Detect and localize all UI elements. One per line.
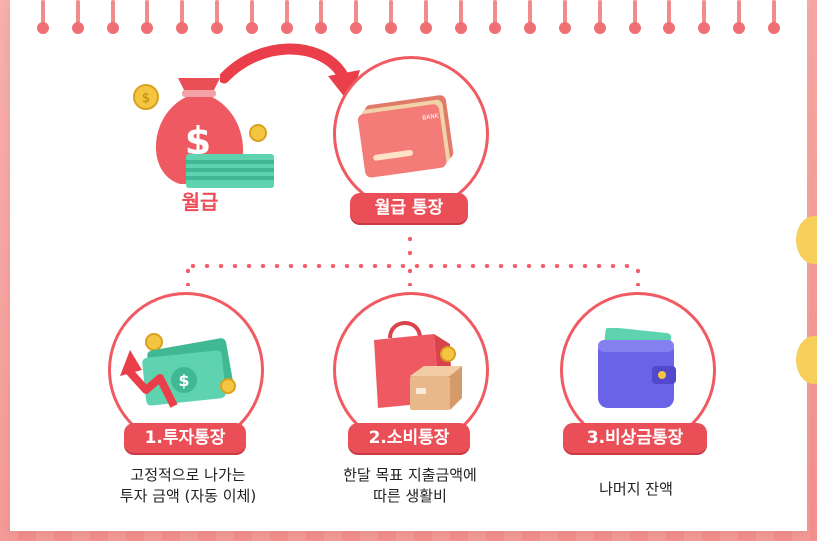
- description-line: 나머지 잔액: [599, 480, 673, 498]
- connector-dots-right: [636, 264, 640, 286]
- description-line: 따른 생활비: [373, 487, 447, 505]
- ring-icon: [662, 0, 676, 42]
- coin-stack-icon: [796, 216, 817, 384]
- ring-icon: [245, 0, 259, 42]
- ring-icon: [349, 0, 363, 42]
- salary-label: 월급: [181, 190, 219, 214]
- spending-account-description: 한달 목표 지출금액에 따른 생활비: [310, 465, 510, 507]
- ring-icon: [454, 0, 468, 42]
- connector-dots-horizontal: [186, 264, 638, 268]
- connector-dots-left: [186, 264, 190, 286]
- shopping-bag-icon: [374, 321, 462, 410]
- investment-account-label: 1.투자통장: [124, 423, 246, 453]
- ring-icon: [36, 0, 50, 42]
- svg-text:$: $: [178, 371, 189, 390]
- description-line: 고정적으로 나가는: [130, 466, 246, 484]
- ring-icon: [767, 0, 781, 42]
- cash-arrow-icon: $: [120, 333, 236, 408]
- ring-icon: [523, 0, 537, 42]
- investment-account-description: 고정적으로 나가는 투자 금액 (자동 이체): [88, 465, 288, 507]
- spiral-binding: [36, 0, 781, 42]
- spending-account-label: 2.소비통장: [348, 423, 470, 453]
- ring-icon: [697, 0, 711, 42]
- svg-text:$: $: [142, 91, 150, 106]
- money-bag-icon: $ $: [133, 78, 274, 188]
- connector-dots-middle: [408, 264, 412, 286]
- ring-icon: [488, 0, 502, 42]
- ring-icon: [71, 0, 85, 42]
- ring-icon: [732, 0, 746, 42]
- description-line: 투자 금액 (자동 이체): [119, 487, 257, 505]
- ring-icon: [280, 0, 294, 42]
- ring-icon: [210, 0, 224, 42]
- bankbook-text: BANK: [422, 112, 441, 121]
- ring-icon: [140, 0, 154, 42]
- ring-icon: [384, 0, 398, 42]
- ring-icon: [558, 0, 572, 42]
- salary-account-label: 월급 통장: [350, 193, 468, 223]
- ring-icon: [593, 0, 607, 42]
- ring-icon: [419, 0, 433, 42]
- ring-icon: [106, 0, 120, 42]
- bankbook-icon: BANK: [358, 95, 454, 178]
- connector-dots-vertical: [408, 232, 412, 264]
- description-line: 한달 목표 지출금액에: [343, 466, 477, 484]
- emergency-account-label: 3.비상금통장: [563, 423, 707, 453]
- wallet-icon: [598, 328, 676, 408]
- ring-icon: [628, 0, 642, 42]
- ring-icon: [175, 0, 189, 42]
- emergency-account-description: 나머지 잔액: [536, 479, 736, 500]
- ring-icon: [314, 0, 328, 42]
